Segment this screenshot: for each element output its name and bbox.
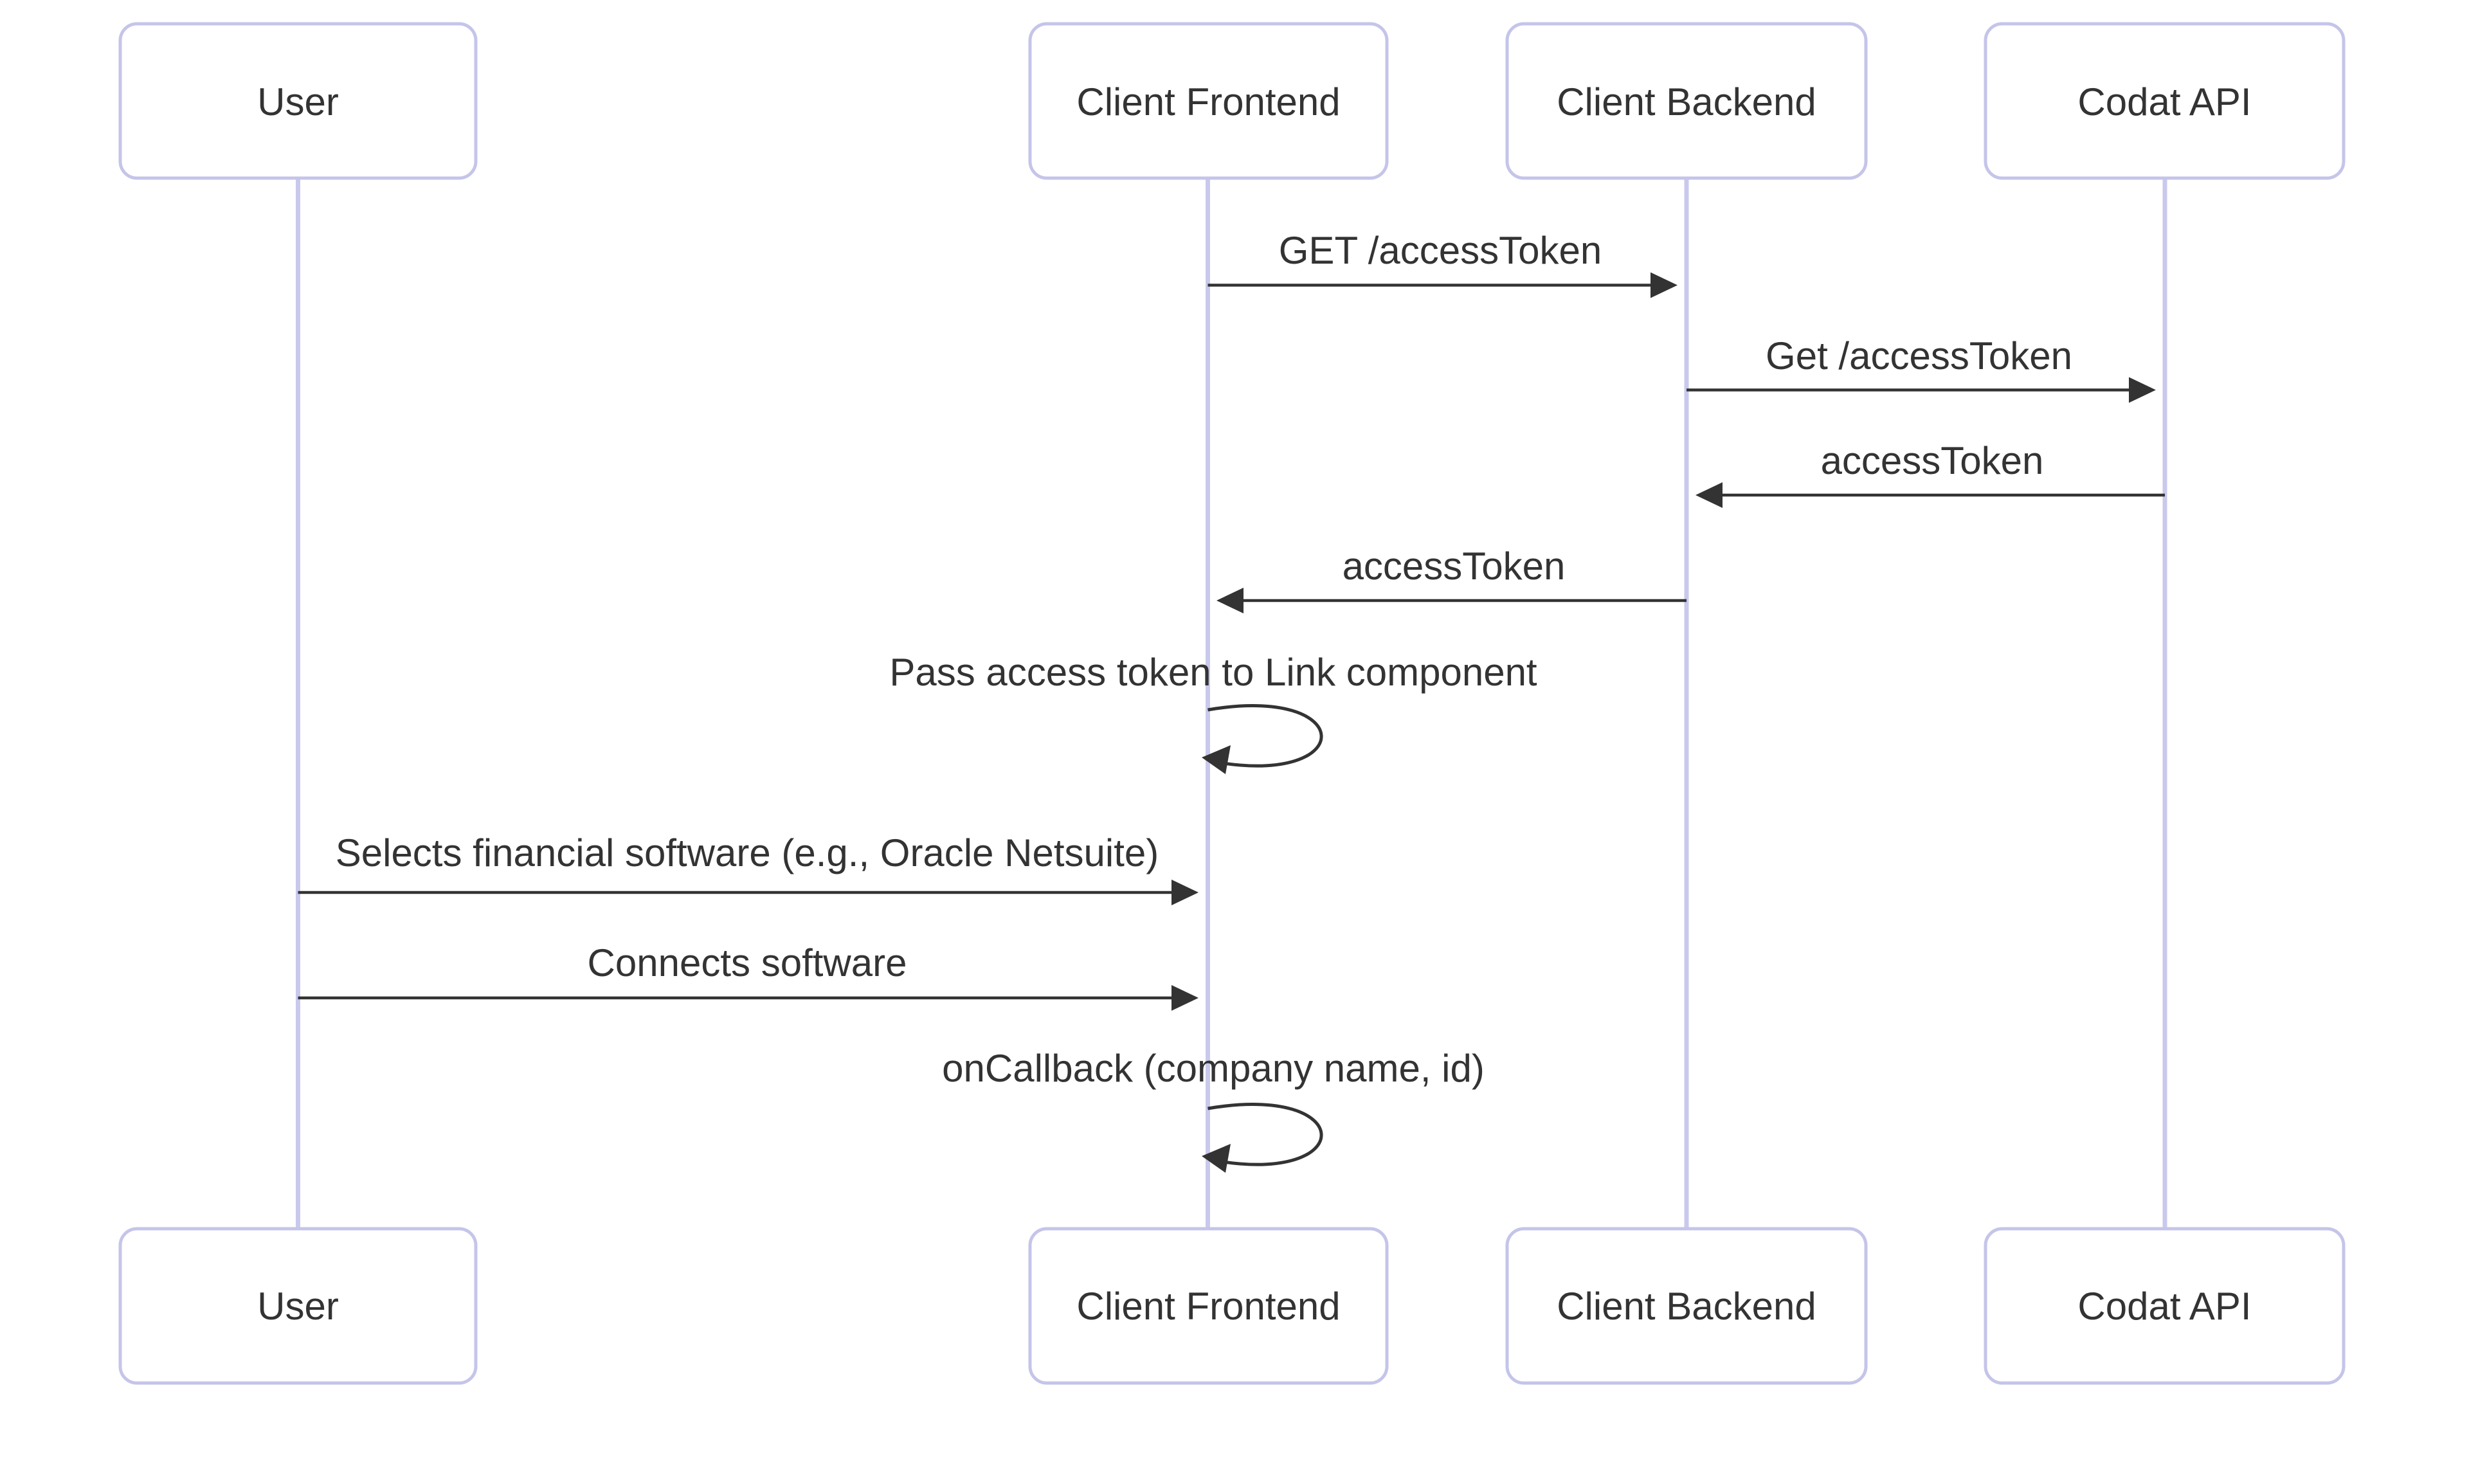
svg-text:accessToken: accessToken (1821, 439, 2044, 482)
svg-text:User: User (257, 1285, 339, 1328)
svg-text:Client Frontend: Client Frontend (1076, 80, 1340, 123)
svg-text:Connects software: Connects software (588, 941, 907, 984)
svg-text:Pass access token to Link comp: Pass access token to Link component (889, 651, 1537, 694)
svg-text:Client Frontend: Client Frontend (1076, 1285, 1340, 1328)
svg-text:Codat API: Codat API (2077, 1285, 2251, 1328)
svg-text:Selects financial software (e.: Selects financial software (e.g., Oracle… (336, 831, 1159, 874)
svg-text:GET /accessToken: GET /accessToken (1279, 229, 1602, 272)
svg-text:User: User (257, 80, 339, 123)
svg-text:Client Backend: Client Backend (1557, 80, 1816, 123)
svg-text:accessToken: accessToken (1343, 545, 1566, 588)
svg-text:Codat API: Codat API (2077, 80, 2251, 123)
svg-text:onCallback (company name, id): onCallback (company name, id) (942, 1047, 1485, 1090)
svg-text:Client Backend: Client Backend (1557, 1285, 1816, 1328)
svg-text:Get /accessToken: Get /accessToken (1766, 334, 2072, 377)
